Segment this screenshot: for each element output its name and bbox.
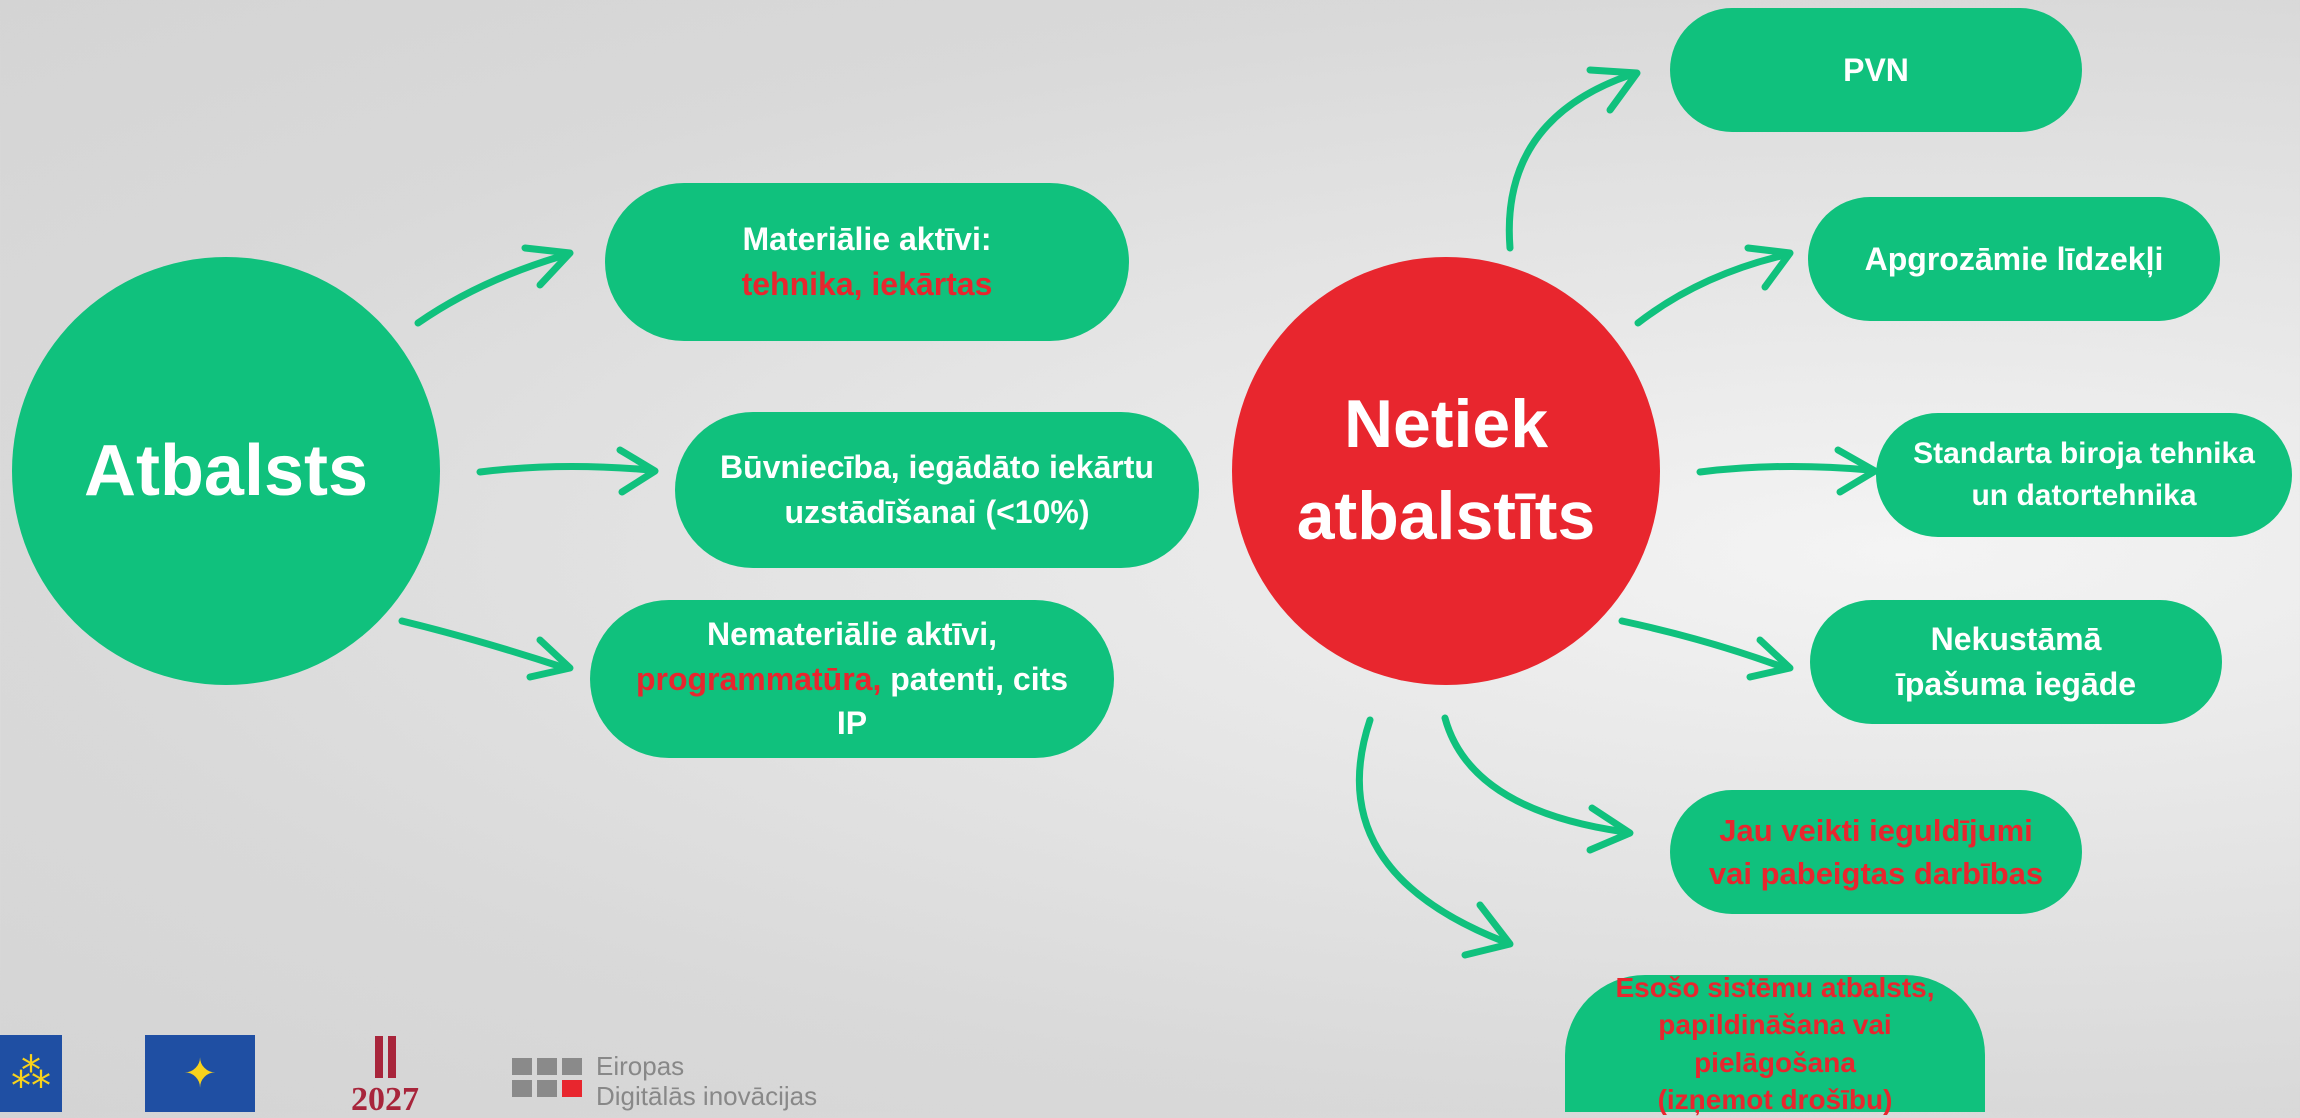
arrow-to-materialie xyxy=(414,244,574,327)
arrow-to-jau-veikti xyxy=(1441,714,1634,854)
nematerialie-aktivi-pill: Nemateriālie aktīvi, programmatūra, pate… xyxy=(590,600,1114,758)
jau-veikti-line1: Jau veikti ieguldījumi xyxy=(1719,812,2033,848)
latvija-2027-logo: 2027 xyxy=(330,1030,440,1118)
buvnieciba-line1: Būvniecība, iegādāto iekārtu xyxy=(720,449,1154,486)
atbalsts-title: Atbalsts xyxy=(83,431,369,511)
arrow-to-nekustama xyxy=(1618,617,1794,681)
buvnieciba-pill: Būvniecība, iegādāto iekārtu uzstādīšana… xyxy=(675,412,1199,568)
arrow-to-esoso xyxy=(1355,716,1514,959)
nematerialie-line1: Nemateriālie aktīvi, xyxy=(707,615,997,652)
pvn-pill: PVN xyxy=(1670,8,2082,132)
standarta-line1: Standarta biroja tehnika xyxy=(1913,437,2255,470)
standarta-biroja-tehnika-pill: Standarta biroja tehnika un datortehnika xyxy=(1876,413,2292,537)
nekustama-line1: Nekustāmā xyxy=(1930,621,2102,658)
esoso-sistemu-pill: Esošo sistēmu atbalsts, papildināšana va… xyxy=(1565,972,1985,1115)
nekustama-ipasuma-pill: Nekustāmā īpašuma iegāde xyxy=(1810,600,2222,724)
nematerialie-line2: programmatūra, patenti, cits IP xyxy=(620,657,1084,747)
nematerialie-red-text: programmatūra, xyxy=(635,660,882,697)
buvnieciba-line2: uzstādīšanai (<10%) xyxy=(784,494,1090,530)
arrow-to-standarta xyxy=(1696,446,1879,496)
svg-text:2027: 2027 xyxy=(351,1081,419,1112)
nekustama-line2: īpašuma iegāde xyxy=(1895,666,2137,702)
materialie-line2: tehnika, iekārtas xyxy=(741,266,993,302)
netiek-line2: atbalstīts xyxy=(1296,478,1596,554)
esoso-line2: papildināšana vai pielāgošana xyxy=(1658,1009,1892,1078)
esoso-line1: Esošo sistēmu atbalsts, xyxy=(1615,972,1935,1004)
edih-line1: Eiropas xyxy=(596,1051,685,1081)
edih-grid-icon xyxy=(512,1058,582,1097)
edih-line2: Digitālās inovācijas xyxy=(596,1080,818,1111)
jau-veikti-pill: Jau veikti ieguldījumi vai pabeigtas dar… xyxy=(1670,790,2082,914)
esoso-line3: (izņemot drošību) xyxy=(1657,1083,1893,1115)
eu-flag-icon: ✦ xyxy=(145,1035,255,1112)
arrow-to-pvn xyxy=(1505,66,1641,252)
netiek-line1: Netiek xyxy=(1343,386,1549,463)
atbalsts-circle: Atbalsts xyxy=(12,257,440,685)
arrow-to-apgrozamie xyxy=(1634,244,1794,327)
apgrozamie-lidzekli-pill: Apgrozāmie līdzekļi xyxy=(1808,197,2220,321)
nematerialie-rest-text: patenti, cits IP xyxy=(836,660,1069,742)
arrow-to-nematerialie xyxy=(398,617,574,681)
materialie-line1: Materiālie aktīvi: xyxy=(742,221,992,258)
pvn-text: PVN xyxy=(1843,51,1909,88)
jau-veikti-line2: vai pabeigtas darbības xyxy=(1708,856,2044,891)
edih-logo: Eiropas Digitālās inovācijas xyxy=(512,1051,818,1112)
netiek-atbalstits-circle: Netiek atbalstīts xyxy=(1232,257,1660,685)
standarta-line2: un datortehnika xyxy=(1971,479,2197,512)
latvija-2027-mark-icon: 2027 xyxy=(351,1036,419,1118)
arrow-to-buvnieciba xyxy=(476,446,659,496)
apgrozamie-text: Apgrozāmie līdzekļi xyxy=(1864,240,2164,277)
eu-flag-icon: ⁂ xyxy=(0,1035,62,1112)
materialie-aktivi-pill: Materiālie aktīvi: tehnika, iekārtas xyxy=(605,183,1129,341)
